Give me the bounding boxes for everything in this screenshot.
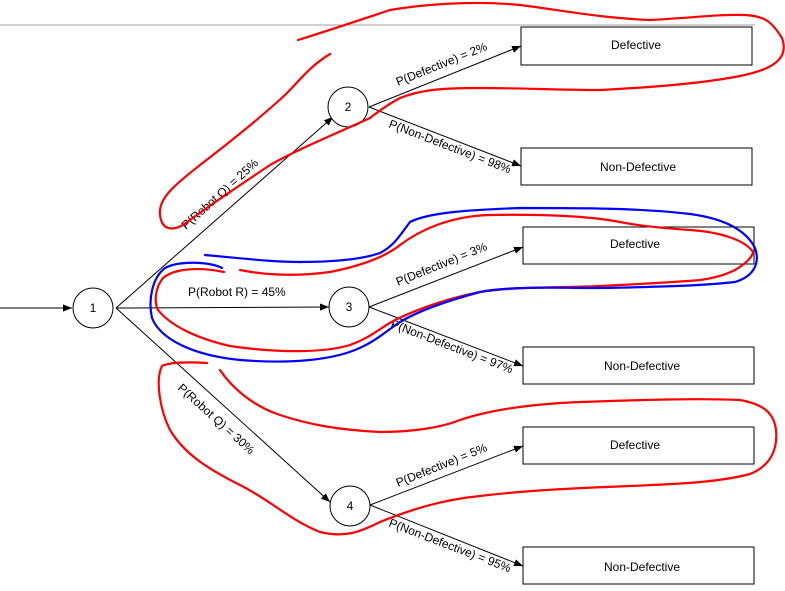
edge-label-3-nondefective: P(Non-Defective) = 97% xyxy=(389,317,515,377)
node-4[interactable]: 4 xyxy=(329,485,371,527)
outcome-box-3-defective[interactable]: Defective xyxy=(522,226,755,265)
node-3-label: 3 xyxy=(346,300,353,314)
outcome-box-4-nondefective[interactable]: Non-Defective xyxy=(522,546,755,585)
highlight-loop-robot-q-25 xyxy=(158,1,785,230)
edge-3-nondefective xyxy=(368,306,524,367)
edge-label-4-defective: P(Defective) = 5% xyxy=(394,440,490,489)
outcome-label: Defective xyxy=(610,438,660,452)
edge-label-1-4: P(Robot Q) = 30% xyxy=(175,381,258,457)
edge-4-defective xyxy=(369,445,524,506)
outcome-box-3-nondefective[interactable]: Non-Defective xyxy=(522,346,755,385)
edge-1-4 xyxy=(115,307,331,503)
highlight-loop-robot-q-30 xyxy=(157,361,778,536)
outcome-label: Non-Defective xyxy=(604,560,680,574)
edge-2-defective xyxy=(368,45,522,108)
node-4-label: 4 xyxy=(347,499,354,513)
edge-3-defective xyxy=(368,246,524,308)
edge-label-1-2: P(Robot Q) = 25% xyxy=(179,156,262,232)
outcome-box-4-defective[interactable]: Defective xyxy=(522,426,755,465)
outcome-box-2-nondefective[interactable]: Non-Defective xyxy=(520,147,753,186)
node-3[interactable]: 3 xyxy=(328,286,370,328)
edge-label-3-defective: P(Defective) = 3% xyxy=(394,239,490,288)
edge-label-2-nondefective: P(Non-Defective) = 98% xyxy=(387,117,513,177)
edge-1-2 xyxy=(115,116,334,309)
outcome-label: Non-Defective xyxy=(604,359,680,373)
edge-label-4-nondefective: P(Non-Defective) = 95% xyxy=(387,516,513,576)
node-1-label: 1 xyxy=(90,301,97,315)
edge-label-1-3: P(Robot R) = 45% xyxy=(188,285,286,299)
highlight-loop-robot-r-45-outer xyxy=(149,206,758,363)
outcome-label: Defective xyxy=(611,38,661,52)
annotations xyxy=(149,1,785,536)
edge-2-nondefective xyxy=(368,106,522,167)
highlight-loop-robot-r-45 xyxy=(154,213,755,353)
node-2-label: 2 xyxy=(345,100,352,114)
edge-1-3 xyxy=(115,303,330,311)
outcome-box-2-defective[interactable]: Defective xyxy=(520,26,753,66)
outcome-label: Defective xyxy=(610,237,660,251)
outcome-label: Non-Defective xyxy=(600,160,676,174)
node-1[interactable]: 1 xyxy=(72,287,114,329)
